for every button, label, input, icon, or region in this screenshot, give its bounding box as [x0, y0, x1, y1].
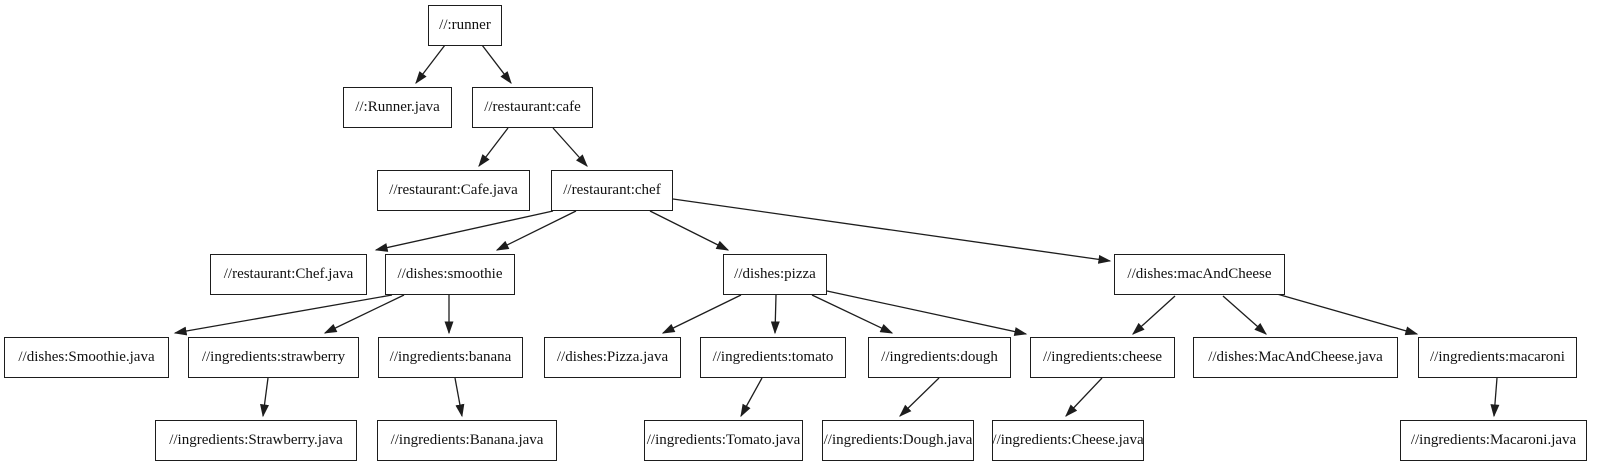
- edge-runner-to-runner-java: [415, 44, 446, 85]
- edge-smoothie-to-smoothie-java: [173, 294, 393, 336]
- edge-mac-and-cheese-to-macaroni: [1276, 293, 1419, 336]
- node-mac-and-cheese-java: //dishes:MacAndCheese.java: [1193, 337, 1398, 378]
- edge-cafe-to-cafe-java: [478, 127, 509, 168]
- edge-chef-to-pizza: [649, 210, 730, 251]
- edge-macaroni-to-macaroni-java: [1490, 377, 1500, 418]
- edge-cafe-to-chef: [552, 127, 588, 167]
- node-cheese-java: //ingredients:Cheese.java: [992, 420, 1144, 461]
- node-strawberry-java: //ingredients:Strawberry.java: [155, 420, 357, 461]
- edge-banana-to-banana-java: [454, 377, 465, 418]
- node-banana-java: //ingredients:Banana.java: [377, 420, 557, 461]
- edge-mac-and-cheese-to-mac-and-cheese-java: [1222, 295, 1267, 335]
- edge-mac-and-cheese-to-cheese: [1132, 295, 1176, 335]
- node-cafe-java: //restaurant:Cafe.java: [377, 170, 530, 211]
- node-pizza-java: //dishes:Pizza.java: [544, 337, 681, 378]
- edge-runner-to-cafe: [481, 44, 512, 85]
- edge-tomato-to-tomato-java: [740, 377, 763, 418]
- node-runner-java: //:Runner.java: [343, 87, 452, 128]
- edge-strawberry-to-strawberry-java: [260, 377, 269, 418]
- node-chef: //restaurant:chef: [551, 170, 673, 211]
- edge-cheese-to-cheese-java: [1065, 377, 1103, 417]
- node-mac-and-cheese: //dishes:macAndCheese: [1114, 254, 1285, 295]
- edge-smoothie-to-strawberry: [323, 294, 405, 334]
- node-macaroni-java: //ingredients:Macaroni.java: [1400, 420, 1587, 461]
- node-strawberry: //ingredients:strawberry: [188, 337, 359, 378]
- node-tomato: //ingredients:tomato: [700, 337, 846, 378]
- node-chef-java: //restaurant:Chef.java: [210, 254, 367, 295]
- node-cheese: //ingredients:cheese: [1030, 337, 1175, 378]
- edge-dough-to-dough-java: [899, 377, 940, 417]
- node-dough: //ingredients:dough: [868, 337, 1011, 378]
- edge-chef-to-chef-java: [374, 210, 554, 252]
- node-smoothie-java: //dishes:Smoothie.java: [4, 337, 169, 378]
- edge-chef-to-mac-and-cheese: [672, 198, 1112, 264]
- edge-pizza-to-pizza-java: [661, 294, 742, 334]
- node-cafe: //restaurant:cafe: [472, 87, 593, 128]
- edge-pizza-to-tomato: [770, 294, 780, 335]
- edge-chef-to-smoothie: [495, 210, 577, 251]
- node-runner: //:runner: [428, 5, 502, 46]
- edge-pizza-to-cheese: [826, 290, 1028, 336]
- edge-pizza-to-dough: [811, 294, 894, 334]
- node-pizza: //dishes:pizza: [723, 254, 827, 295]
- node-smoothie: //dishes:smoothie: [385, 254, 515, 295]
- node-macaroni: //ingredients:macaroni: [1418, 337, 1577, 378]
- node-dough-java: //ingredients:Dough.java: [822, 420, 974, 461]
- node-tomato-java: //ingredients:Tomato.java: [644, 420, 803, 461]
- node-banana: //ingredients:banana: [378, 337, 523, 378]
